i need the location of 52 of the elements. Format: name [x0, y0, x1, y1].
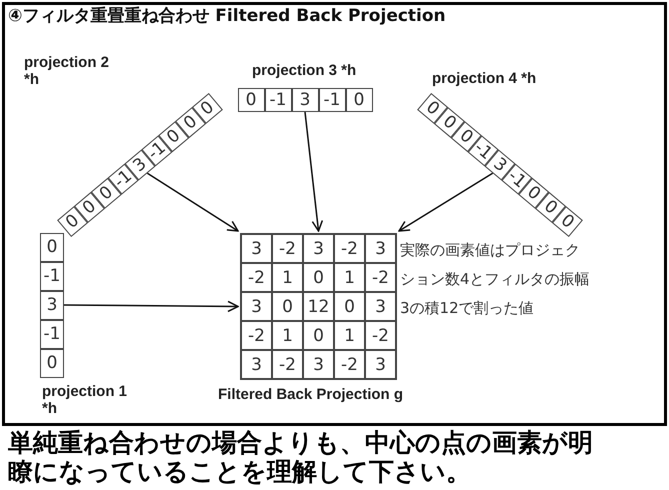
array-cell: 0	[346, 88, 372, 112]
matrix-cell: 1	[272, 263, 303, 292]
matrix-cell: 0	[272, 292, 303, 321]
matrix-cell: -2	[365, 321, 396, 350]
matrix-cell: -2	[272, 350, 303, 379]
array-caption: projection 1 *h	[42, 383, 128, 417]
array-cell: 3	[40, 290, 64, 320]
matrix-cell: 0	[334, 292, 365, 321]
array-cell: -1	[318, 88, 346, 112]
matrix-cell: 3	[303, 350, 334, 379]
array-cell: 0	[40, 232, 64, 262]
matrix-cell: 3	[241, 292, 272, 321]
matrix-cell: 3	[365, 234, 396, 263]
matrix-cell: 0	[303, 263, 334, 292]
array-cell: 0	[238, 88, 264, 112]
arrow	[304, 112, 324, 232]
matrix-cell: 3	[241, 234, 272, 263]
matrix-cell: 1	[334, 321, 365, 350]
matrix-cell: 1	[272, 321, 303, 350]
array-cell: -1	[40, 262, 64, 290]
note-text: 実際の画素値はプロジェクション数4とフィルタの振幅3の積12で割った値	[400, 240, 590, 319]
arrow	[146, 172, 239, 232]
matrix-cell: 1	[334, 263, 365, 292]
projection-array	[57, 92, 223, 238]
caption: 単純重ね合わせの場合よりも、中心の点の画素が明瞭になっていることを理解して下さい。	[8, 428, 594, 486]
matrix-cell: -2	[241, 263, 272, 292]
array-cell: 0	[40, 348, 64, 378]
title: ④フィルタ重畳重ね合わせ Filtered Back Projection	[8, 5, 446, 27]
matrix-cell: 12	[303, 292, 334, 321]
result-matrix	[240, 233, 397, 380]
array-cell: 3	[292, 88, 318, 112]
matrix-cell: -2	[272, 234, 303, 263]
matrix-cell: -2	[334, 350, 365, 379]
arrow	[64, 300, 239, 312]
array-cell: -1	[40, 320, 64, 348]
array-caption: projection 3 *h	[252, 62, 356, 79]
matrix-cell: -2	[241, 321, 272, 350]
matrix-cell: 3	[365, 350, 396, 379]
matrix-cell: 3	[303, 234, 334, 263]
array-cell: -1	[264, 88, 292, 112]
matrix-cell: 3	[241, 350, 272, 379]
projection-array	[417, 92, 583, 238]
projection-array	[40, 232, 64, 378]
array-caption: Filtered Back Projection g	[218, 386, 404, 403]
matrix-cell: 3	[365, 292, 396, 321]
matrix-cell: 0	[303, 321, 334, 350]
array-caption: projection 4 *h	[432, 70, 536, 87]
projection-array	[238, 88, 372, 112]
matrix-cell: -2	[365, 263, 396, 292]
matrix-cell: -2	[334, 234, 365, 263]
arrow	[398, 172, 494, 232]
array-caption: projection 2 *h	[24, 54, 110, 88]
